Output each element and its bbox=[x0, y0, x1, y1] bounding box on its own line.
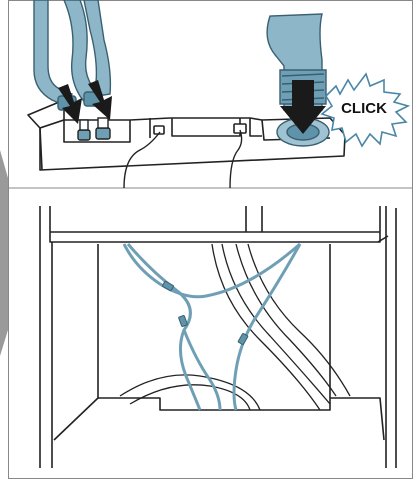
side-tab bbox=[0, 150, 8, 356]
click-label: CLICK bbox=[341, 100, 387, 117]
diagram-frame bbox=[9, 1, 413, 479]
